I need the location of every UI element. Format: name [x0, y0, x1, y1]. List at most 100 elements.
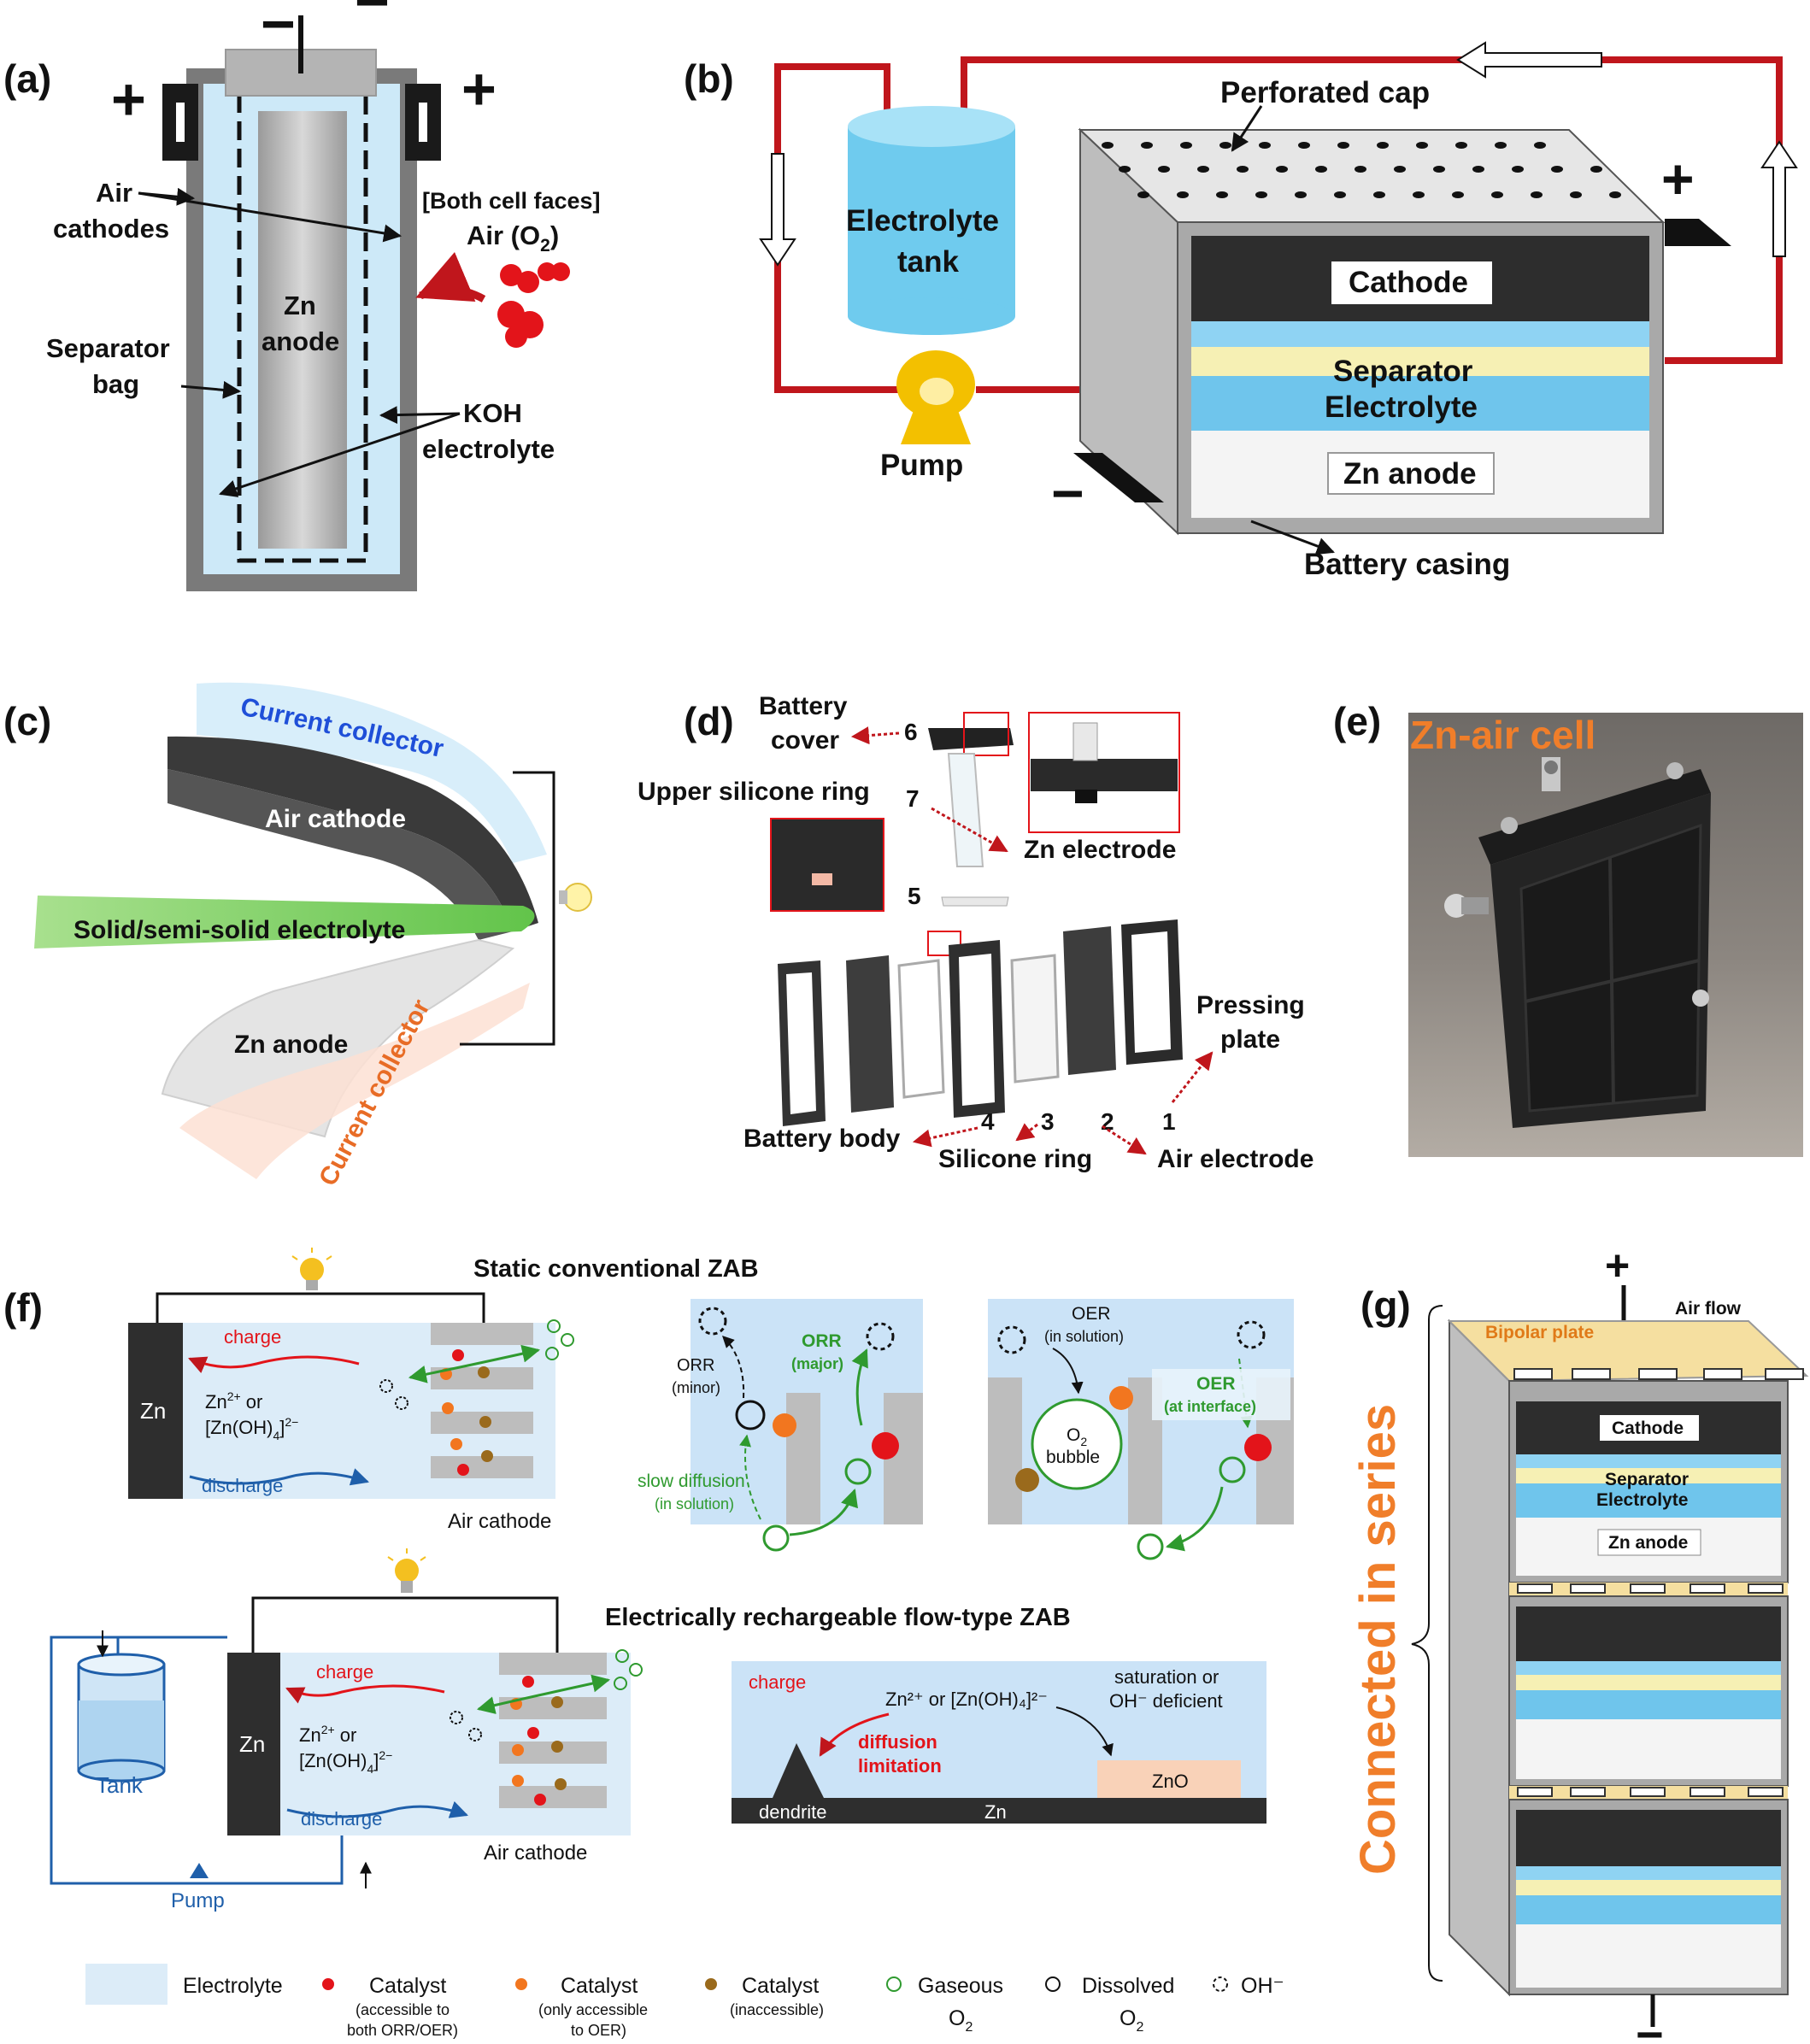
flow-charge-label: charge: [316, 1661, 373, 1683]
air-flow-label-1: Air flow: [1675, 1299, 1742, 1319]
silicone-ring-label: Silicone ring: [938, 1145, 1092, 1173]
panel-g-label: (g): [1360, 1283, 1411, 1328]
stack-side: [1449, 1319, 1510, 1997]
flow-circuit: [251, 1596, 559, 1653]
left-terminal-slot: [176, 103, 185, 142]
legend-catalyst-orange-icon: [515, 1978, 527, 1990]
saturation-arrow: [1055, 1706, 1114, 1757]
legend-catalyst1-1: Catalyst: [369, 1974, 446, 1998]
static-circuit: [156, 1292, 485, 1323]
static-o2-exchange-arrow: [408, 1344, 541, 1383]
legend-gaseous-1: Gaseous: [918, 1974, 1003, 1998]
current-collector-bottom: [179, 983, 530, 1179]
orr-gas-o2-1: [844, 1458, 872, 1485]
orr-minor-arrow: [722, 1336, 745, 1399]
static-charge-label: charge: [224, 1326, 281, 1348]
cover-highlight: [963, 712, 1009, 756]
battery-body-window: [959, 954, 995, 1106]
perforated-cap-arrow: [1231, 105, 1263, 152]
battery-cover-label-1: Battery: [759, 692, 848, 720]
num-3: 3: [1041, 1108, 1055, 1135]
legend-oh-label: OH⁻: [1241, 1974, 1284, 1998]
legend-dissolved-icon: [1045, 1976, 1061, 1992]
orr-major-label-1: ORR: [802, 1331, 842, 1351]
panel-f-label: (f): [3, 1285, 43, 1330]
orr-pore-right: [884, 1393, 923, 1524]
left-air-electrode-part: [846, 955, 894, 1113]
zn-anode-label-box: [1327, 452, 1495, 495]
battery-cover-part: [928, 728, 1014, 750]
left-silicone-ring-part: [897, 959, 945, 1099]
legend: Electrolyte Catalyst (accessible to both…: [85, 1964, 1284, 2039]
orr-dissolved-o2: [735, 1400, 766, 1430]
static-o2-bubbles: [379, 1319, 574, 1410]
plus-sign-left: +: [111, 66, 146, 132]
legend-catalyst3-2: (inaccessible): [730, 2001, 824, 2018]
orr-major-label-2: (major): [791, 1355, 843, 1372]
air-cathode-label: Air cathode: [265, 805, 406, 833]
legend-electrolyte-swatch: [85, 1964, 167, 2005]
legend-electrolyte-label: Electrolyte: [183, 1974, 283, 1998]
panel-a-label: (a): [3, 56, 51, 101]
battery-body-arrow: [912, 1126, 978, 1148]
orr-gas-arrow: [789, 1489, 858, 1536]
num-6: 6: [904, 719, 918, 745]
legend-oh-icon: [1213, 1976, 1228, 1992]
legend-catalyst2-1: Catalyst: [561, 1974, 638, 1998]
orr-oh-top-right: [866, 1322, 895, 1351]
minus-g: −: [1636, 2007, 1664, 2044]
legend-catalyst-red-icon: [322, 1978, 334, 1990]
right-silicone-ring-part: [1010, 954, 1060, 1084]
static-discharge-label: discharge: [202, 1475, 283, 1496]
oer-catalyst-red: [1244, 1434, 1272, 1461]
panel-e-label: (e): [1333, 699, 1381, 743]
legend-catalyst-brown-icon: [705, 1978, 717, 1990]
flow-zn-ion-2: [Zn(OH)4]2−: [299, 1748, 392, 1776]
air-inflow-arrow: [415, 251, 486, 302]
legend-gaseous-icon: [886, 1976, 902, 1992]
zn-anode-label-1: Zn: [284, 291, 316, 320]
legend-dissolved-2: O2: [1119, 2006, 1143, 2035]
cell1-electrolyte: [1516, 1483, 1781, 1518]
pressing-plate-label-2: plate: [1220, 1025, 1280, 1054]
flow-air-cathode-label: Air cathode: [484, 1841, 587, 1865]
num-7: 7: [906, 785, 920, 812]
separator-label: Separator: [1333, 355, 1473, 388]
oer-o2-bubble-label-2: bubble: [1046, 1448, 1100, 1467]
legend-dissolved-1: Dissolved: [1082, 1974, 1174, 1998]
diffusion-limitation-label-2: limitation: [858, 1755, 942, 1777]
pressing-plate-arrow: [1171, 1051, 1214, 1103]
solid-electrolyte-layer: [34, 896, 535, 949]
oer-interface-label-1: OER: [1196, 1374, 1236, 1394]
upper-silicone-ring-label: Upper silicone ring: [638, 778, 870, 806]
tank-label: Tank: [96, 1772, 144, 1798]
dendrite-label: dendrite: [759, 1801, 827, 1823]
pressing-plate-label-1: Pressing: [1196, 991, 1305, 1019]
oer-interface-box: [1152, 1369, 1290, 1420]
cell3-cathode: [1516, 1810, 1781, 1866]
zn-anode-c-label: Zn anode: [234, 1031, 348, 1059]
battery-cover-label-2: cover: [771, 726, 839, 755]
static-zn-ion-1: Zn2+ or: [205, 1389, 262, 1413]
air-electrode-label: Air electrode: [1157, 1145, 1313, 1173]
oer-gas-o2-1: [1219, 1456, 1246, 1483]
zn-base-label: Zn: [984, 1801, 1007, 1823]
oer-gas-arrow: [1165, 1486, 1224, 1552]
external-circuit: [460, 771, 555, 1046]
air-electrode-arrow: [1102, 1125, 1147, 1155]
cathode-label: Cathode: [1349, 266, 1468, 299]
diffusion-arrow: [819, 1712, 890, 1757]
return-wire: [961, 56, 1783, 364]
static-zn-electrode: [128, 1323, 183, 1499]
zn-anode-label: Zn anode: [1343, 457, 1477, 490]
battery-casing-arrow: [1250, 520, 1335, 555]
zn-air-cell-title: Zn-air cell: [1410, 713, 1596, 757]
orr-gas-o2-2: [762, 1524, 790, 1552]
koh-arrow-1: [379, 406, 461, 425]
oer-solution-label-2: (in solution): [1044, 1328, 1124, 1345]
right-charge-label: charge: [749, 1671, 806, 1693]
zn-anode-g-label: Zn anode: [1608, 1533, 1688, 1553]
oer-catalyst-orange: [1109, 1386, 1133, 1410]
oer-solution-arrow: [1052, 1348, 1084, 1395]
